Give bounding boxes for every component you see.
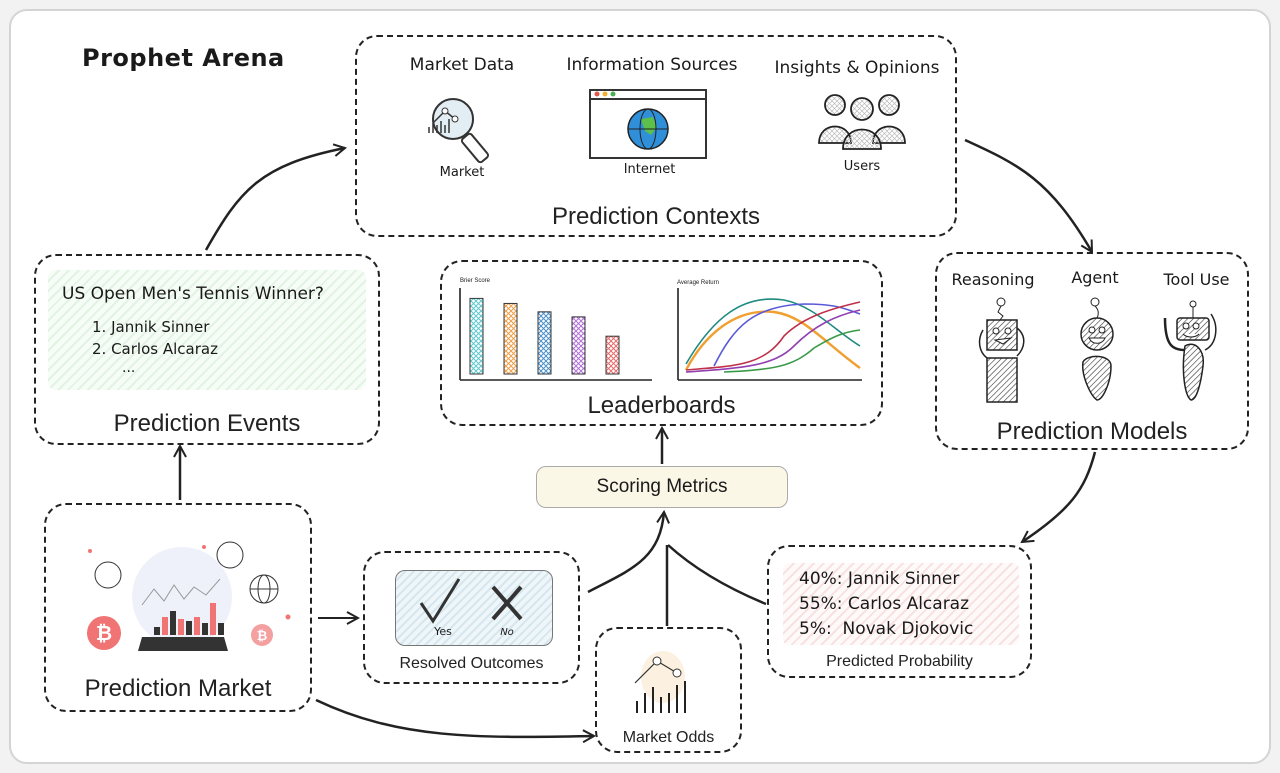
return-line-6	[723, 329, 861, 373]
brier-bar-1	[469, 297, 484, 375]
cross-icon	[491, 585, 523, 621]
arrow-events-to-contexts	[204, 148, 345, 251]
event-question: US Open Men's Tennis Winner?	[62, 284, 324, 304]
prediction-market-title: Prediction Market	[84, 675, 272, 702]
average-return-chart	[677, 288, 862, 381]
brier-bar-4	[571, 316, 586, 375]
probability-card	[783, 563, 1019, 645]
context-caption-market: Market	[439, 165, 485, 180]
outcomes-card	[395, 570, 553, 646]
prediction-contexts-box: Market Data Information Sources Insights…	[355, 35, 957, 237]
context-heading-insights: Insights & Opinions	[774, 58, 940, 78]
prediction-contexts-title: Prediction Contexts	[551, 203, 761, 230]
predicted-probability-box: 40%: Jannik Sinner 55%: Carlos Alcaraz 5…	[767, 545, 1032, 678]
svg-text:₿: ₿	[257, 628, 268, 643]
check-icon	[419, 578, 461, 624]
leaderboards-title: Leaderboards	[587, 392, 736, 419]
outcome-yes: Yes	[434, 625, 452, 638]
context-caption-users: Users	[843, 159, 881, 174]
users-group-icon	[818, 94, 906, 150]
event-card	[48, 270, 366, 390]
prediction-market-box: ₿ ₿ Prediction Market	[44, 503, 312, 712]
arrow-outcomes-to-scoring	[587, 512, 664, 594]
resolved-outcomes-box: Yes No Resolved Outcomes	[363, 551, 580, 684]
model-label-reasoning: Reasoning	[951, 270, 1035, 289]
model-label-tool-use: Tool Use	[1163, 270, 1230, 289]
leaderboards-box: Brier Score Average Return Leaderboards	[440, 260, 883, 426]
arrow-contexts-to-models	[964, 138, 1094, 252]
event-option-more: ...	[122, 360, 136, 376]
market-odds-title: Market Odds	[622, 729, 715, 746]
market-odds-box: Market Odds	[595, 627, 742, 753]
event-option-1: 1. Jannik Sinner	[92, 318, 210, 336]
robot-arms-up-icon	[1163, 300, 1217, 401]
return-line-2	[684, 310, 861, 371]
outcome-no: No	[500, 627, 514, 638]
brier-bar-5	[605, 335, 620, 375]
return-line-5	[685, 309, 861, 373]
event-option-2: 2. Carlos Alcaraz	[92, 340, 218, 358]
average-return-label: Average Return	[677, 280, 719, 286]
brier-score-label: Brier Score	[460, 278, 491, 284]
prediction-events-title: Prediction Events	[113, 410, 301, 437]
return-line-4	[685, 301, 861, 371]
odds-chart-icon	[634, 651, 686, 713]
brier-bar-2	[503, 302, 518, 375]
brier-score-chart	[459, 288, 652, 381]
robot-square-icon	[978, 297, 1025, 403]
line-probability-to-scoring	[667, 544, 767, 606]
model-label-agent: Agent	[1071, 268, 1119, 287]
probability-line-1: 40%: Jannik Sinner	[799, 569, 960, 589]
resolved-outcomes-title: Resolved Outcomes	[399, 655, 544, 672]
crystal-ball-market-icon: ₿ ₿	[87, 541, 291, 651]
arrow-models-to-probability	[1022, 451, 1097, 542]
context-heading-information-sources: Information Sources	[566, 55, 738, 75]
browser-globe-icon	[589, 89, 707, 159]
probability-line-2: 55%: Carlos Alcaraz	[799, 594, 970, 614]
prediction-models-title: Prediction Models	[996, 418, 1188, 445]
return-line-1	[685, 298, 861, 365]
prediction-events-box: US Open Men's Tennis Winner? 1. Jannik S…	[34, 254, 380, 445]
context-caption-internet: Internet	[623, 162, 676, 177]
context-heading-market-data: Market Data	[409, 55, 515, 75]
magnifier-chart-icon	[428, 98, 490, 164]
return-line-3	[713, 303, 861, 367]
brier-bar-3	[537, 311, 552, 375]
app-title: Prophet Arena	[82, 44, 285, 72]
probability-line-3: 5%: Novak Djokovic	[799, 619, 974, 639]
prediction-models-box: Reasoning Agent Tool Use Prediction Mode…	[935, 252, 1249, 450]
arrow-market-to-odds	[315, 698, 594, 737]
robot-round-icon	[1080, 297, 1114, 401]
svg-text:₿: ₿	[96, 623, 112, 645]
predicted-probability-title: Predicted Probability	[826, 653, 973, 670]
scoring-metrics-node: Scoring Metrics	[536, 466, 788, 508]
